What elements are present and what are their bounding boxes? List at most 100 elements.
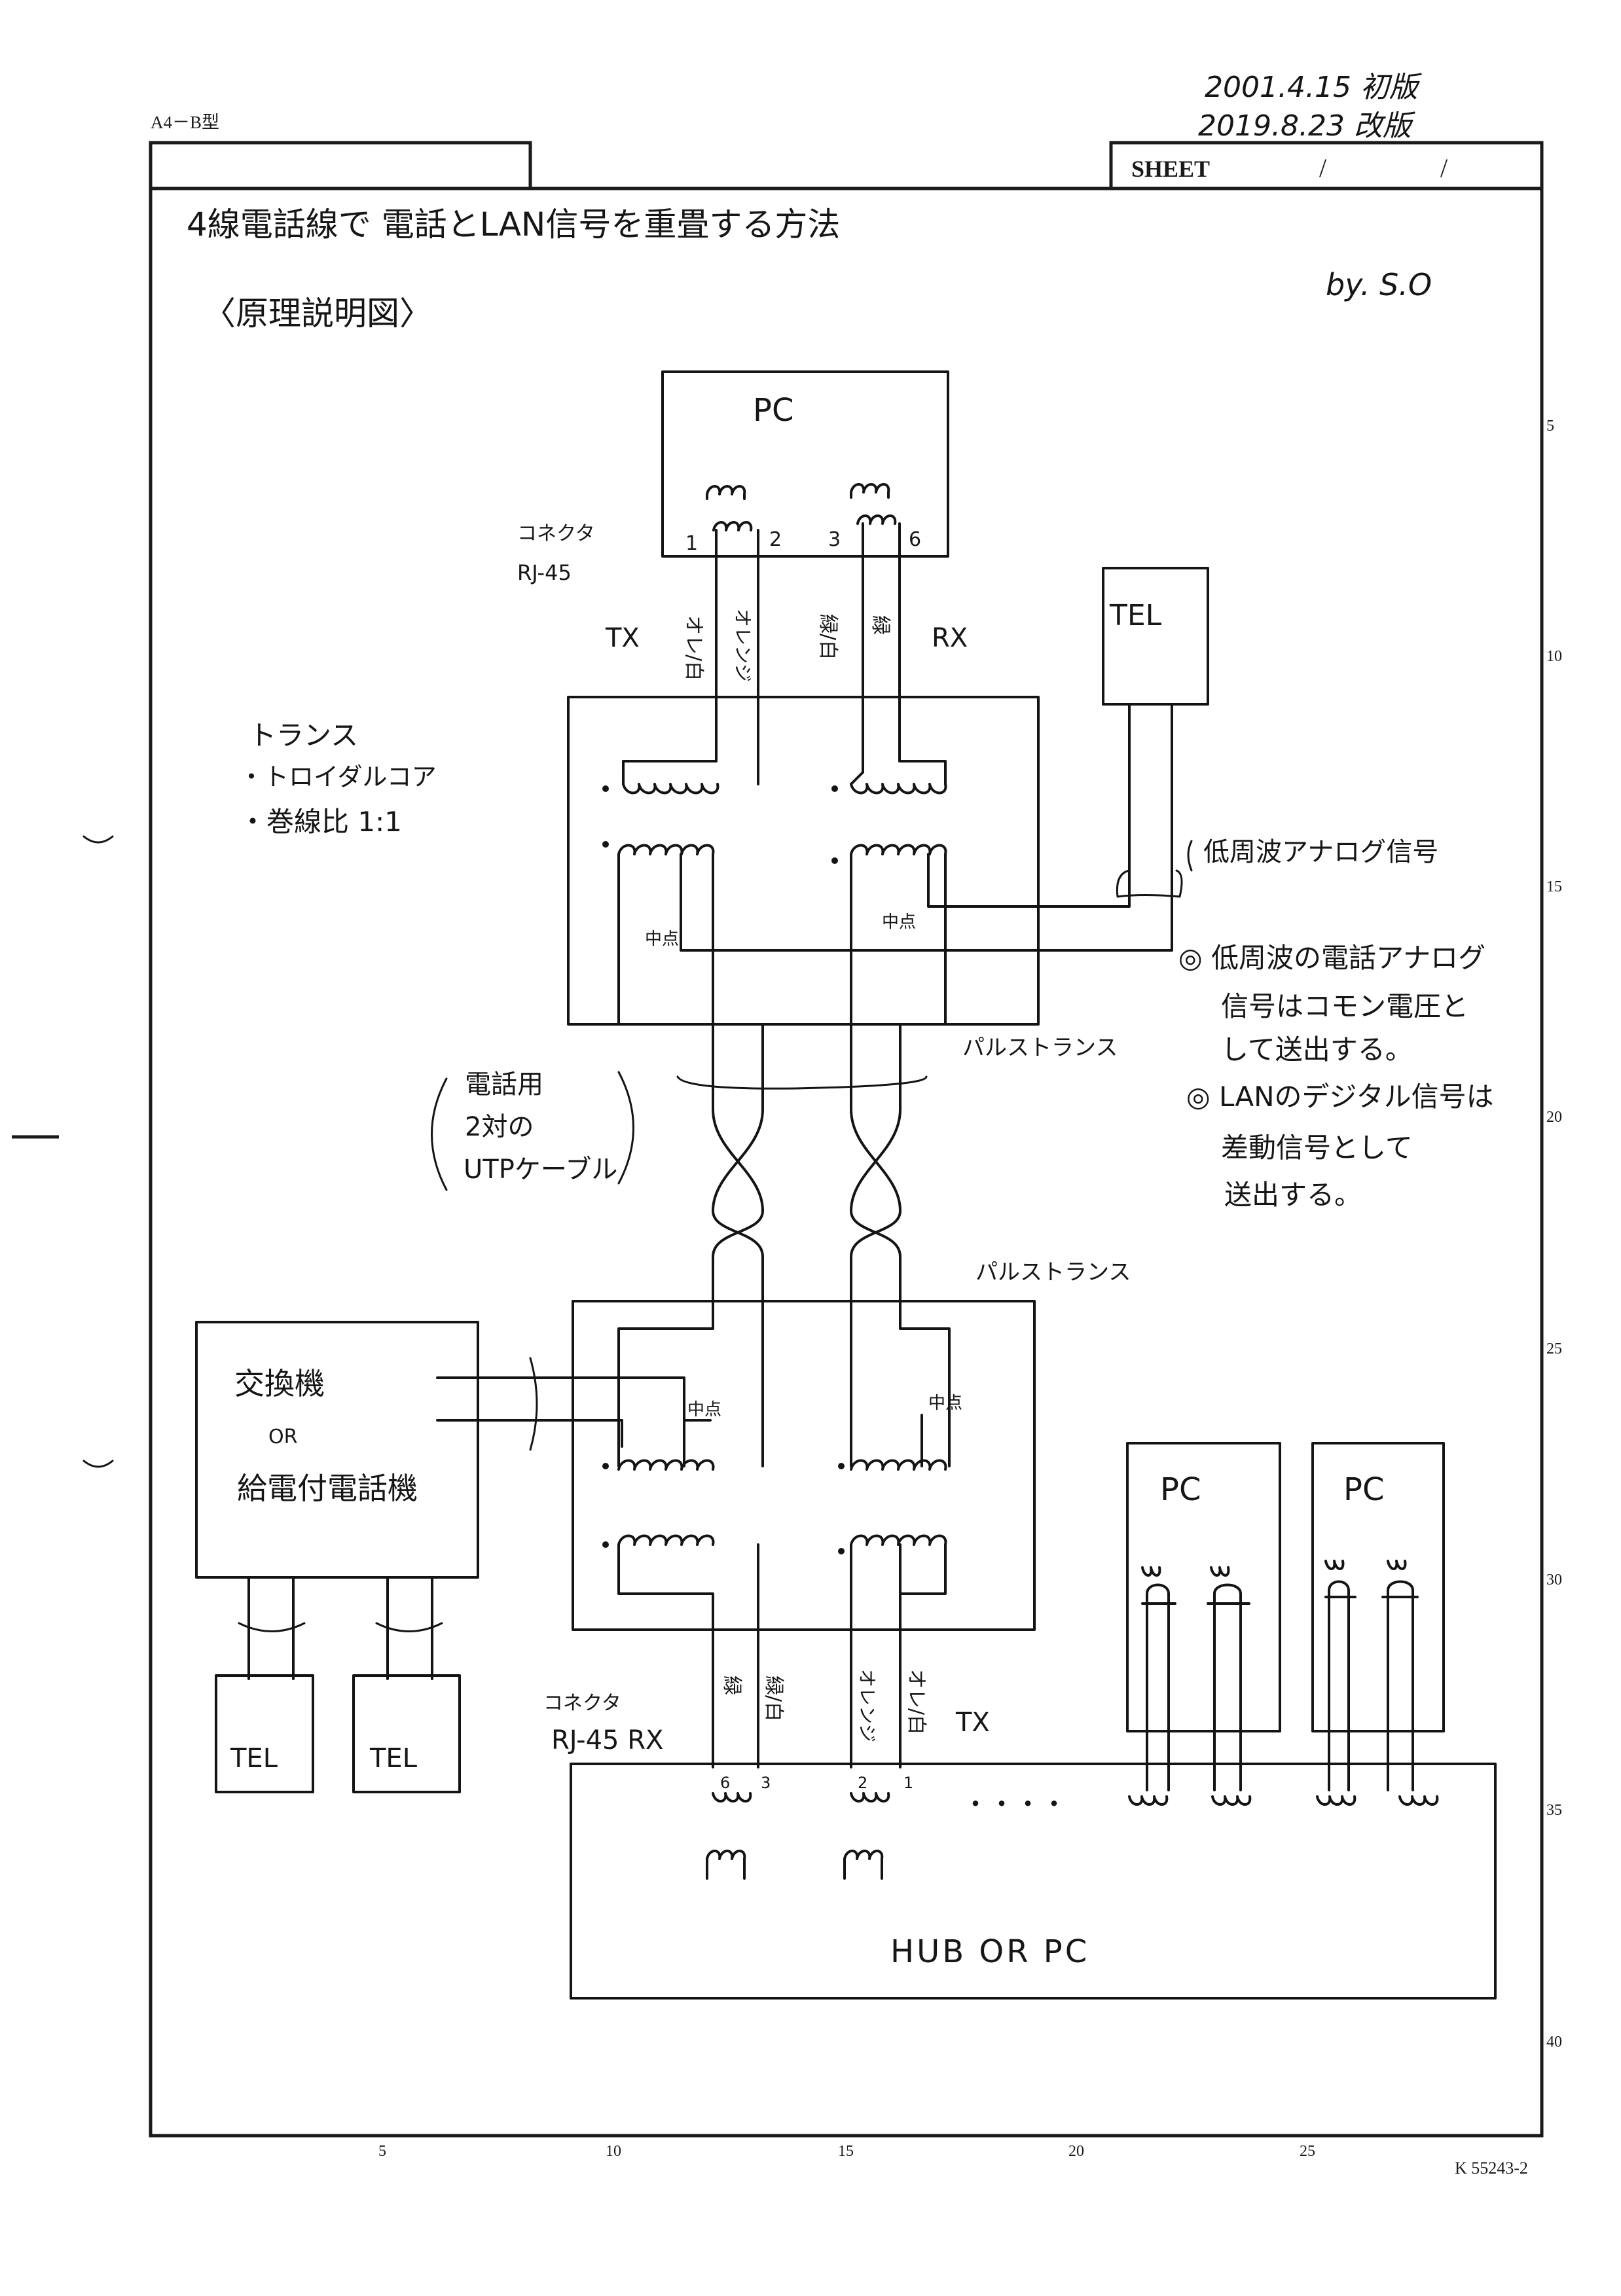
analog-signal-label: 低周波アナログ信号 — [1203, 837, 1438, 867]
ruler-mark: 20 — [1546, 1109, 1562, 1126]
secondary-coil-icon — [850, 1459, 947, 1471]
note-line: 差動信号として — [1221, 1132, 1413, 1164]
tx-secondary-coil-icon — [617, 844, 715, 855]
pc-label: PC — [1343, 1471, 1384, 1508]
wire-label: オレンジ — [856, 1669, 878, 1742]
date-first-edition: 2001.4.15 初版 — [1205, 71, 1423, 104]
hub-coil-icon — [850, 1792, 890, 1803]
right-ruler: 5 10 15 20 25 30 35 40 — [1546, 418, 1562, 2051]
pulse-transformer-label: パルストランス — [962, 1035, 1118, 1061]
cable-note: 電話用 2対の UTPケーブル — [431, 1069, 634, 1191]
note-line: ◎ 低周波の電話アナログ — [1178, 942, 1485, 974]
sheet-slash: / — [1319, 153, 1327, 183]
hub-coil-icon — [843, 1850, 884, 1860]
main-border — [149, 187, 1544, 2138]
hub-frame — [570, 1763, 1497, 2000]
hub-coil-icon — [1398, 1795, 1439, 1806]
primary-coil-icon — [850, 1534, 947, 1546]
pin-label: 1 — [903, 1774, 913, 1792]
exchange-bracket — [529, 1357, 538, 1451]
bottom-tel-boxes: TEL TEL — [215, 1576, 461, 1793]
midpoint-label: 中点 — [882, 912, 916, 932]
pc-rx-coil-icon — [850, 483, 890, 493]
transformer-note-item: ・巻線比 1:1 — [239, 806, 402, 838]
pc-box — [661, 370, 949, 558]
tel-label: TEL — [230, 1744, 278, 1774]
transformer-box — [567, 696, 1040, 1026]
signal-notes: ◎ 低周波の電話アナログ 信号はコモン電圧と して送出する。 ◎ LANのデジタ… — [1178, 942, 1494, 1211]
cable-note-line: 2対の — [465, 1112, 534, 1142]
hub-coil-icon — [1128, 1795, 1169, 1806]
tx-label: TX — [605, 623, 640, 653]
bottom-transformer: 中点 中点 — [572, 1300, 1036, 1768]
hub-coil-icon — [706, 1850, 746, 1860]
pc-box — [1126, 1442, 1281, 1732]
exchange-wire-a — [436, 1376, 685, 1422]
ruler-mark: 25 — [1546, 1340, 1562, 1357]
hub-box: 6 3 2 1 ・・・・ HUB OR PC — [570, 1763, 1497, 2000]
rj45-rx-label: RJ-45 RX — [551, 1725, 663, 1755]
tel-label: TEL — [1109, 599, 1162, 632]
ruler-mark: 5 — [1546, 418, 1554, 435]
ruler-mark: 5 — [378, 2143, 386, 2160]
wire-label: 緑/白 — [762, 1676, 785, 1721]
title-box — [149, 141, 532, 190]
tx-primary-coil-icon — [622, 783, 719, 795]
primary-coil-icon — [617, 1534, 715, 1546]
pc-coil-icon — [1210, 1566, 1230, 1577]
pin-label: 6 — [720, 1774, 730, 1792]
author: by. S.O — [1326, 267, 1432, 302]
note-line: して送出する。 — [1221, 1033, 1413, 1066]
ruler-mark: 25 — [1300, 2143, 1315, 2160]
midpoint-label: 中点 — [645, 929, 679, 949]
ruler-mark: 40 — [1546, 2034, 1562, 2051]
transformer-box — [572, 1300, 1036, 1631]
tel-pair-bracket — [1116, 869, 1183, 898]
ruler-mark: 30 — [1546, 1571, 1562, 1588]
sheet-label: SHEET — [1131, 156, 1210, 182]
top-pc: PC 1 2 3 6 — [661, 370, 949, 558]
wire-label: 緑 — [869, 615, 892, 635]
pc-label: PC — [753, 392, 793, 429]
pc-tx-coil-icon — [706, 485, 746, 495]
hub-coil-icon — [1316, 1795, 1357, 1806]
ellipsis: ・・・・ — [962, 1789, 1067, 1820]
rj45-label: RJ-45 — [517, 560, 572, 585]
pin-label: 1 — [685, 532, 698, 555]
cable-note-line: UTPケーブル — [464, 1155, 617, 1185]
bottom-pcs: PC PC — [1126, 1442, 1445, 1791]
rx-label: RX — [932, 623, 968, 653]
pin-label: 2 — [858, 1774, 867, 1792]
cable-note-line: 電話用 — [465, 1069, 543, 1100]
exchange-label: 給電付電話機 — [237, 1471, 418, 1506]
punch-hole-mark — [82, 1460, 114, 1468]
exchange-label: OR — [268, 1426, 297, 1448]
cable-note-paren — [431, 1077, 448, 1191]
ruler-mark: 35 — [1546, 1802, 1562, 1819]
wire-label: オレ/白 — [682, 615, 705, 681]
hub-coil-icon — [1211, 1795, 1252, 1806]
hub-label: HUB OR PC — [890, 1933, 1089, 1970]
tel-box — [352, 1674, 461, 1793]
connector-label: コネクタ — [517, 522, 595, 545]
pc-label: PC — [1160, 1471, 1201, 1508]
exchange-box: 交換機 OR 給電付電話機 — [195, 1321, 685, 1579]
tx-label: TX — [955, 1708, 990, 1738]
cable-note-paren — [617, 1071, 634, 1185]
wire-label: 緑 — [720, 1676, 743, 1695]
analog-bracket — [1187, 840, 1193, 872]
diagram-subtitle: 〈原理説明図〉 — [203, 295, 432, 332]
form-tag: A4－B型 — [151, 113, 219, 132]
ruler-mark: 10 — [606, 2143, 621, 2160]
ruler-mark: 15 — [1546, 878, 1562, 895]
ruler-mark: 10 — [1546, 648, 1562, 665]
pc-coil-icon — [1387, 1560, 1407, 1570]
pc-coil-icon — [1324, 1560, 1345, 1570]
connector-label: コネクタ — [543, 1692, 621, 1715]
ruler-mark: 15 — [838, 2143, 854, 2160]
pin-label: 3 — [828, 528, 841, 551]
hub-coil-icon — [712, 1792, 752, 1803]
punch-hole-mark — [82, 835, 114, 844]
tel-label: TEL — [369, 1744, 418, 1774]
